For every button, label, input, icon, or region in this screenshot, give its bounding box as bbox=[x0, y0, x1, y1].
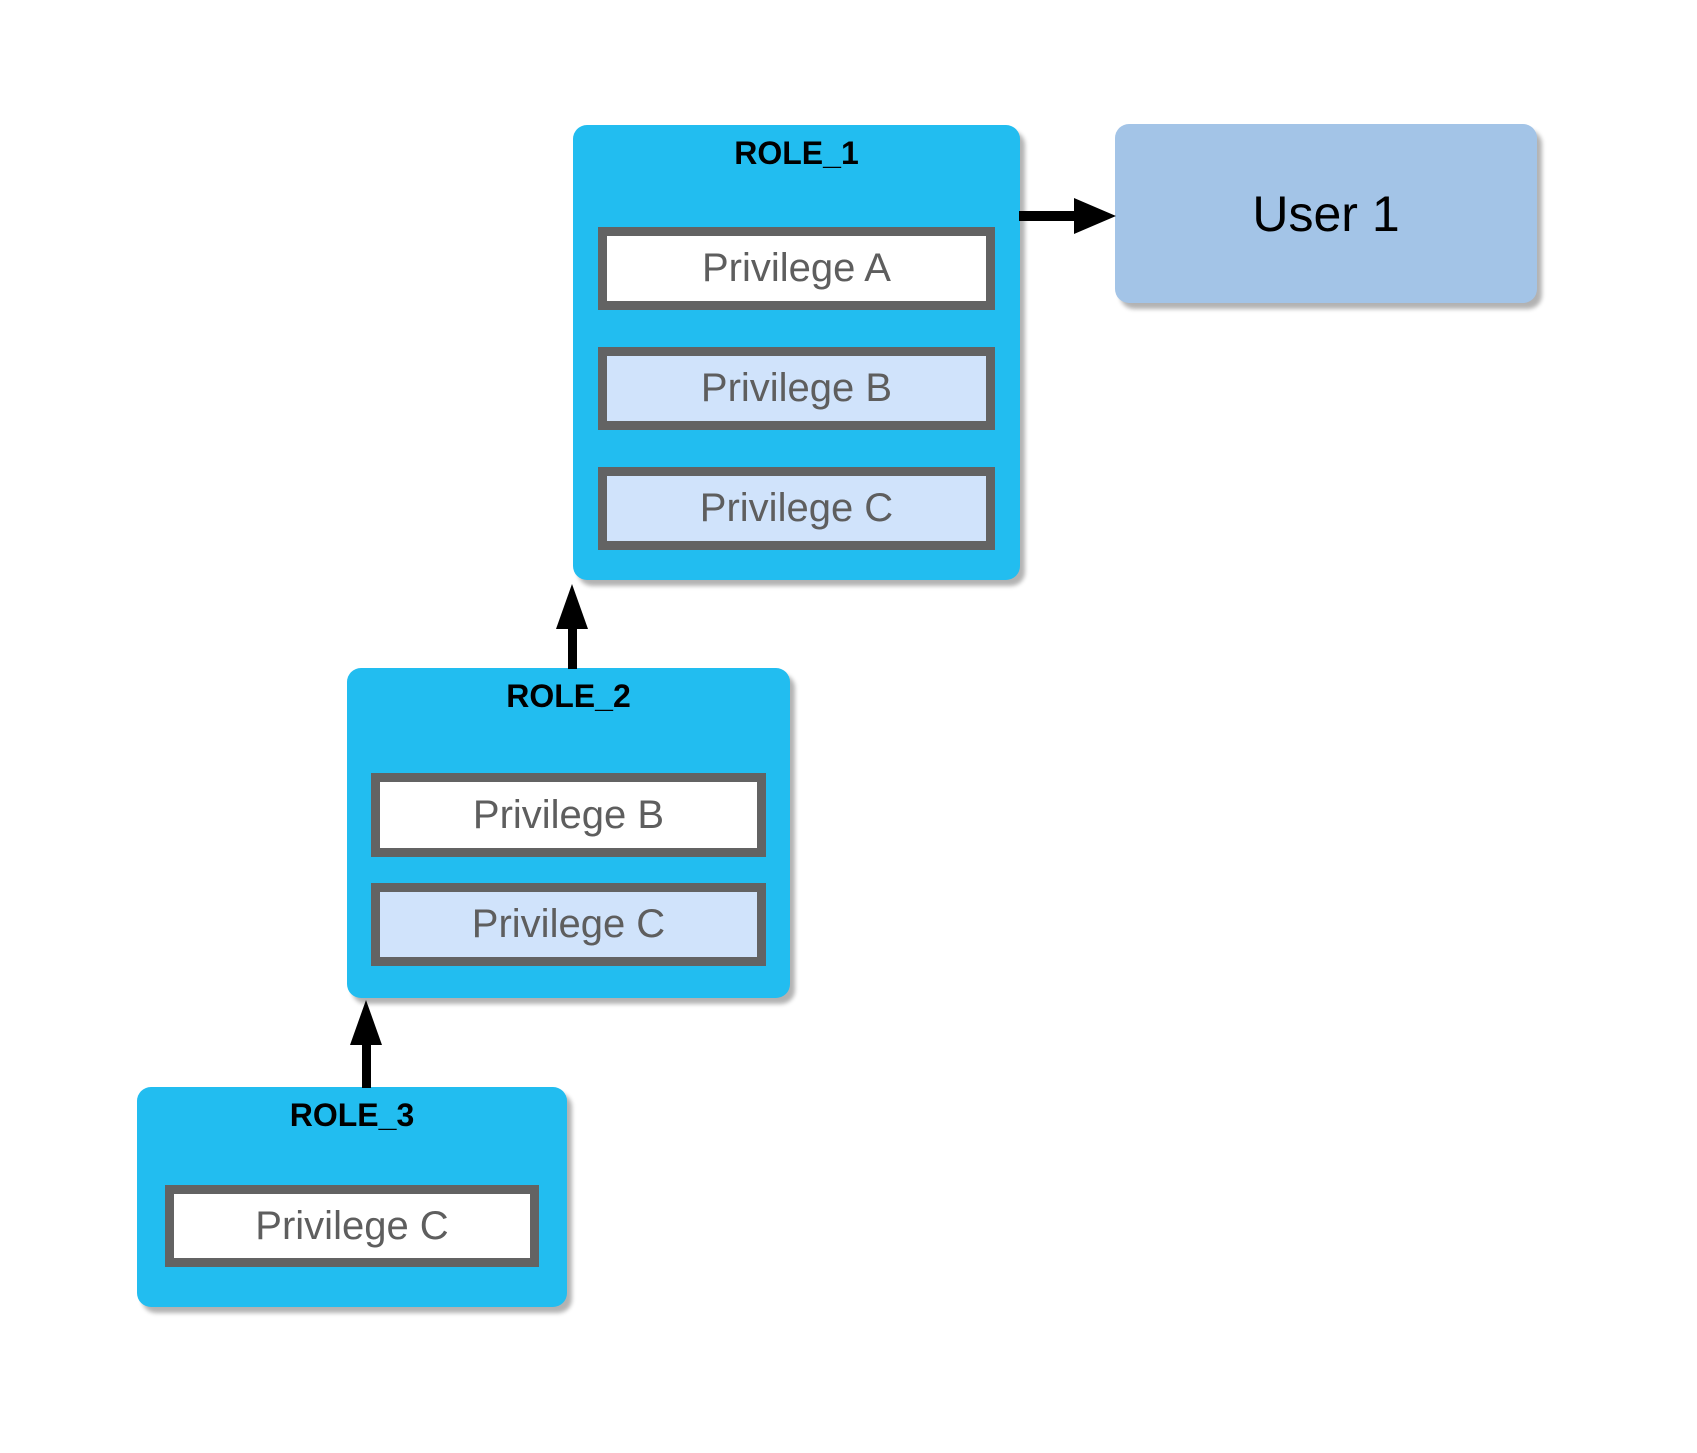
arrow-role2-to-role1-shaft bbox=[568, 625, 577, 669]
role-1-privilege-c-box: Privilege C bbox=[598, 467, 995, 550]
arrow-role2-to-role1-head-icon bbox=[556, 584, 588, 629]
role-2-node: ROLE_2 Privilege B Privilege C bbox=[347, 668, 790, 998]
role-1-privilege-b-label: Privilege B bbox=[700, 366, 893, 410]
role-1-privilege-a-label: Privilege A bbox=[702, 246, 891, 290]
arrow-role1-to-user1-shaft bbox=[1019, 211, 1077, 221]
user-1-label: User 1 bbox=[1252, 185, 1400, 242]
arrow-role3-to-role2-head-icon bbox=[350, 1000, 382, 1045]
arrow-role3-to-role2-shaft bbox=[362, 1042, 371, 1088]
role-2-privilege-c-box: Privilege C bbox=[371, 883, 766, 966]
role-2-privilege-b-box: Privilege B bbox=[371, 773, 766, 857]
role-3-privilege-c-label: Privilege C bbox=[255, 1203, 449, 1248]
role-2-title: ROLE_2 bbox=[506, 678, 631, 714]
role-1-title: ROLE_1 bbox=[734, 135, 859, 171]
arrow-role1-to-user1-head-icon bbox=[1074, 198, 1116, 234]
role-2-privilege-b-label: Privilege B bbox=[472, 792, 665, 837]
role-3-node: ROLE_3 Privilege C bbox=[137, 1087, 567, 1307]
role-1-privilege-b-box: Privilege B bbox=[598, 347, 995, 430]
role-3-privilege-c-box: Privilege C bbox=[165, 1185, 539, 1267]
role-3-title: ROLE_3 bbox=[289, 1097, 415, 1133]
role-1-node: ROLE_1 Privilege A Privilege B Privilege… bbox=[573, 125, 1020, 580]
user-1-node: User 1 bbox=[1115, 124, 1537, 303]
role-1-privilege-a-box: Privilege A bbox=[598, 227, 995, 310]
role-1-privilege-c-label: Privilege C bbox=[699, 486, 894, 530]
role-2-privilege-c-label: Privilege C bbox=[471, 902, 666, 946]
